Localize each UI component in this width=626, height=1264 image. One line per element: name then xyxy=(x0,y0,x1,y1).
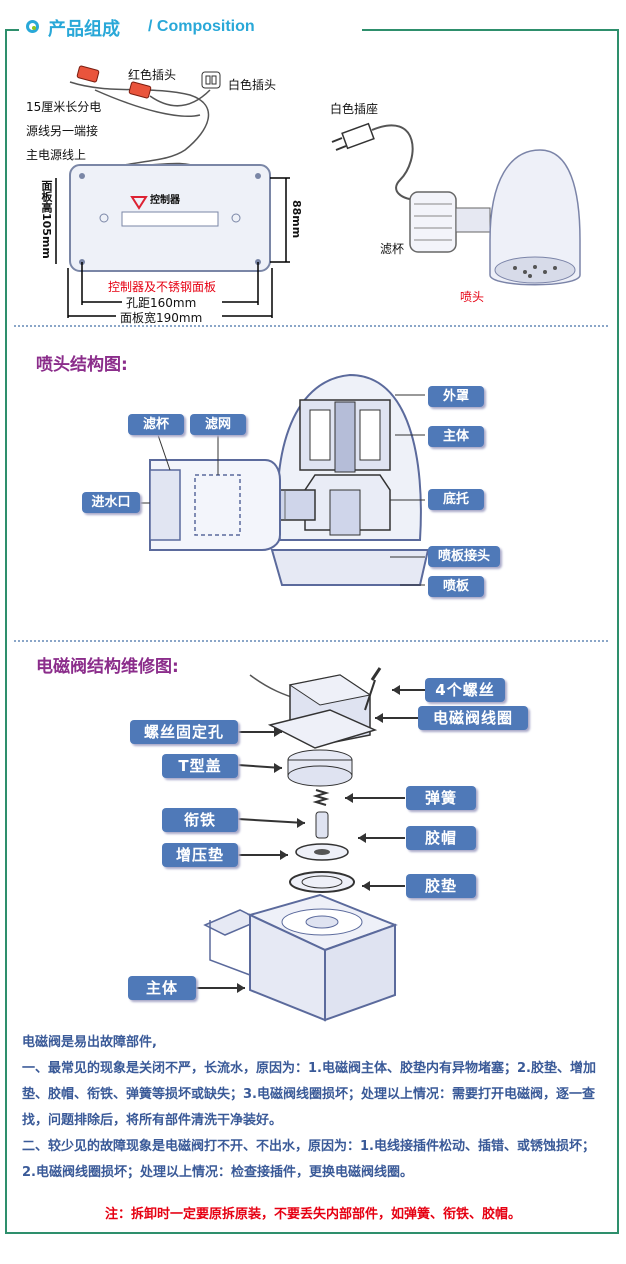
nozzle-icon xyxy=(489,149,581,286)
nozzle-structure-diagram xyxy=(140,373,430,586)
filter-cup-icon xyxy=(409,191,491,253)
composition-diagram xyxy=(55,65,581,318)
header-title-cn: 产品组成 xyxy=(48,19,120,40)
tag-filter-cup: 滤杯 xyxy=(128,414,184,435)
header-line-right xyxy=(362,29,619,31)
tag-coil: 电磁阀线圈 xyxy=(418,706,528,730)
label-red-plug: 红色插头 xyxy=(128,68,177,82)
tag-screws: 4个螺丝 xyxy=(425,678,505,702)
nozzle-structure-title: 喷头结构图: xyxy=(36,355,128,375)
tag-gasket: 胶垫 xyxy=(406,874,476,898)
tag-screw-hole: 螺丝固定孔 xyxy=(130,720,238,744)
tag-cap: 胶帽 xyxy=(406,826,476,850)
label-panel-width: 面板宽190mm xyxy=(120,311,203,325)
label-white-plug: 白色插头 xyxy=(228,78,277,92)
header-title-en: / Composition xyxy=(148,18,255,35)
label-cable-note-1: 15厘米长分电 xyxy=(26,100,102,114)
tag-main-body: 主体 xyxy=(128,976,196,1000)
white-socket-icon xyxy=(331,122,375,151)
label-cable-note-2: 源线另一端接 xyxy=(26,124,99,138)
tag-cover: 外罩 xyxy=(428,386,484,407)
tag-spring: 弹簧 xyxy=(406,786,476,810)
tag-spray-joint: 喷板接头 xyxy=(428,546,500,567)
tag-spray-plate: 喷板 xyxy=(428,576,484,597)
divider-2 xyxy=(14,640,608,642)
label-hole-distance: 孔距160mm xyxy=(126,296,197,310)
note-line: 二、较少见的故障现象是电磁阀打不开、不出水，原因为：1.电线接插件松动、插错、或… xyxy=(22,1139,595,1180)
tag-base: 底托 xyxy=(428,489,484,510)
note-line: 一、最常见的现象是关闭不严，长流水，原因为：1.电磁阀主体、胶垫内有异物堵塞；2… xyxy=(22,1061,596,1128)
divider-1 xyxy=(14,325,608,327)
valve-exploded-diagram xyxy=(195,667,425,1022)
label-filter-cup: 滤杯 xyxy=(380,242,405,256)
note-line: 电磁阀是易出故障部件, xyxy=(22,1035,157,1050)
tag-t-cover: T型盖 xyxy=(162,754,238,778)
label-panel-side: 88mm xyxy=(290,200,303,239)
section-header: 产品组成 / Composition xyxy=(0,0,626,44)
label-cable-note-3: 主电源线上 xyxy=(26,148,87,162)
label-controller-caption: 控制器及不锈钢面板 xyxy=(108,280,217,294)
content-frame xyxy=(5,30,619,1234)
label-controller: 控制器 xyxy=(150,195,180,206)
repair-notes: 电磁阀是易出故障部件, 一、最常见的现象是关闭不严，长流水，原因为：1.电磁阀主… xyxy=(22,1030,607,1186)
warning-note: 注：拆卸时一定要原拆原装，不要丢失内部部件，如弹簧、衔铁、胶帽。 xyxy=(104,1207,521,1222)
tag-pressure-pad: 增压垫 xyxy=(162,843,238,867)
label-nozzle: 喷头 xyxy=(460,290,485,304)
white-plug-icon xyxy=(201,71,221,89)
tag-filter-net: 滤网 xyxy=(190,414,246,435)
label-panel-height: 面板高105mm xyxy=(40,180,53,259)
label-white-socket: 白色插座 xyxy=(330,102,379,116)
tag-armature: 衔铁 xyxy=(162,808,238,832)
tag-inlet: 进水口 xyxy=(82,492,140,513)
red-plug-icon xyxy=(76,65,152,99)
bullet-circle-icon xyxy=(26,20,39,33)
valve-structure-title: 电磁阀结构维修图: xyxy=(36,657,179,677)
tag-body: 主体 xyxy=(428,426,484,447)
header-line-left xyxy=(5,29,19,31)
